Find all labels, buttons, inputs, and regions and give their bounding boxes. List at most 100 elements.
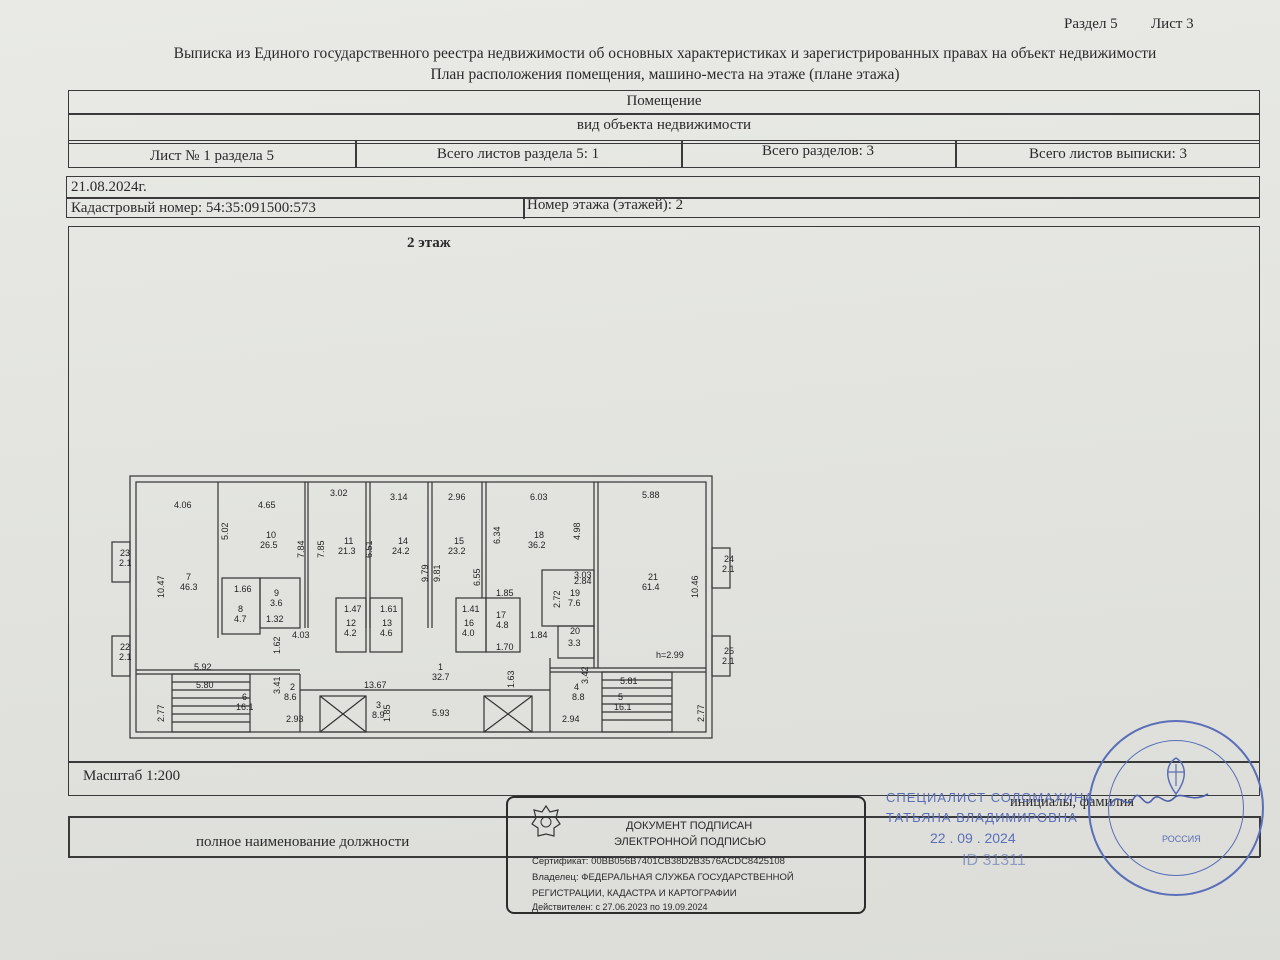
svg-text:5: 5 [618,692,623,702]
plan-frame: 2 этаж [68,226,1260,762]
svg-text:6.03: 6.03 [530,492,548,502]
svg-text:10.47: 10.47 [156,575,166,598]
svg-text:4.0: 4.0 [462,628,475,638]
svg-text:21.3: 21.3 [338,546,356,556]
position-label: полное наименование должности [196,834,410,850]
owner-line1: Владелец: ФЕДЕРАЛЬНАЯ СЛУЖБА ГОСУДАРСТВЕ… [532,872,794,883]
svg-text:8: 8 [238,604,243,614]
object-type-box: Помещение вид объекта недвижимости [68,90,1260,144]
svg-text:4: 4 [574,682,579,692]
svg-text:5.88: 5.88 [642,490,660,500]
svg-text:26.5: 26.5 [260,540,278,550]
svg-text:1.70: 1.70 [496,642,514,652]
svg-text:1.32: 1.32 [266,614,284,624]
svg-text:3.3: 3.3 [568,638,581,648]
svg-text:14: 14 [398,536,408,546]
floor-number: Номер этажа (этажей): 2 [527,197,684,213]
svg-text:16: 16 [464,618,474,628]
svg-text:4.7: 4.7 [234,614,247,624]
svg-text:1.61: 1.61 [380,604,398,614]
svg-text:2.96: 2.96 [448,492,466,502]
svg-text:4.65: 4.65 [258,500,276,510]
svg-text:8.9: 8.9 [372,710,385,720]
svg-text:1.85: 1.85 [496,588,514,598]
seal-emblem-icon [1167,757,1185,796]
svg-text:1.66: 1.66 [234,584,252,594]
round-seal: РОССИЯ [1088,720,1264,896]
svg-text:5.93: 5.93 [432,708,450,718]
document-title: Выписка из Единого государственного реес… [173,45,1157,62]
valid-line: Действителен: с 27.06.2023 по 19.09.2024 [532,902,708,912]
cadastral-number: Кадастровый номер: 54:35:091500:573 [71,200,316,216]
svg-text:21: 21 [648,572,658,582]
svg-text:20: 20 [570,626,580,636]
stamp-date: 22 . 09 . 2024 [930,830,1016,846]
svg-text:4.8: 4.8 [496,620,509,630]
svg-text:11: 11 [344,536,353,546]
specialist-stamp-line2: ТАТЬЯНА ВЛАДИМИРОВНА [886,810,1078,825]
signed-line2: ЭЛЕКТРОННОЙ ПОДПИСЬЮ [614,836,767,848]
svg-text:16.1: 16.1 [614,702,632,712]
svg-text:4.98: 4.98 [572,522,582,540]
svg-text:3.42: 3.42 [580,666,590,684]
svg-text:3.41: 3.41 [272,676,282,694]
emblem-icon [531,804,561,837]
svg-text:3.03: 3.03 [574,570,592,580]
svg-text:2.77: 2.77 [696,704,706,722]
svg-text:3.6: 3.6 [270,598,283,608]
e-signature-box: ДОКУМЕНТ ПОДПИСАН ЭЛЕКТРОННОЙ ПОДПИСЬЮ С… [506,796,866,914]
svg-text:2: 2 [290,682,295,692]
svg-text:2.72: 2.72 [552,590,562,608]
svg-text:6.55: 6.55 [472,568,482,586]
owner-line2: РЕГИСТРАЦИИ, КАДАСТРА И КАРТОГРАФИИ [532,888,737,899]
svg-text:10: 10 [266,530,276,540]
svg-text:5.81: 5.81 [620,676,638,686]
svg-text:2.84: 2.84 [574,576,592,586]
svg-text:2.94: 2.94 [562,714,580,724]
svg-text:16.1: 16.1 [236,702,254,712]
document-subtitle: План расположения помещения, машино-мест… [430,66,900,83]
svg-text:1.63: 1.63 [506,670,516,688]
svg-text:1.85: 1.85 [382,704,392,722]
svg-text:1: 1 [438,662,443,672]
svg-text:1.84: 1.84 [530,630,548,640]
svg-text:2.1: 2.1 [722,564,735,574]
svg-text:3.14: 3.14 [390,492,408,502]
svg-text:4.2: 4.2 [344,628,357,638]
svg-text:36.2: 36.2 [528,540,546,550]
svg-text:2.77: 2.77 [156,704,166,722]
specialist-stamp-line1: СПЕЦИАЛИСТ СОЛОМАХИНА [886,790,1094,805]
svg-text:8.8: 8.8 [572,692,585,702]
handwritten-signature [1109,793,1209,807]
svg-text:6: 6 [242,692,247,702]
svg-text:1.47: 1.47 [344,604,362,614]
section-label: Раздел 5 [1064,16,1118,32]
total-sheets-section: Всего листов раздела 5: 1 [436,146,600,162]
svg-text:5.02: 5.02 [220,522,230,540]
svg-text:5.80: 5.80 [196,680,214,690]
svg-text:18: 18 [534,530,544,540]
svg-text:22: 22 [120,642,130,652]
svg-text:61.4: 61.4 [642,582,660,592]
svg-text:24.2: 24.2 [392,546,410,556]
object-type-label: вид объекта недвижимости [576,117,752,133]
sheets-row: Лист № 1 раздела 5 Всего листов раздела … [68,140,1260,168]
svg-text:4.06: 4.06 [174,500,192,510]
floor-plan: 4.06 4.65 3.02 3.14 2.96 6.03 5.88 10 26… [111,475,735,739]
sheet-number: Лист № 1 раздела 5 [150,148,274,164]
svg-text:15: 15 [454,536,464,546]
svg-text:3: 3 [376,700,381,710]
stamp-id: ID 31311 [962,852,1026,869]
svg-text:h=2.99: h=2.99 [656,650,684,660]
svg-text:1.41: 1.41 [462,604,480,614]
total-sheets-extract: Всего листов выписки: 3 [1029,146,1187,162]
svg-text:9.81: 9.81 [432,564,442,582]
svg-text:19: 19 [570,588,580,598]
svg-text:2.93: 2.93 [286,714,304,724]
svg-text:3.02: 3.02 [330,488,348,498]
svg-text:2.1: 2.1 [119,652,132,662]
svg-text:10.46: 10.46 [690,575,700,598]
scale-label: Масштаб 1:200 [83,768,181,784]
svg-text:4.03: 4.03 [292,630,310,640]
